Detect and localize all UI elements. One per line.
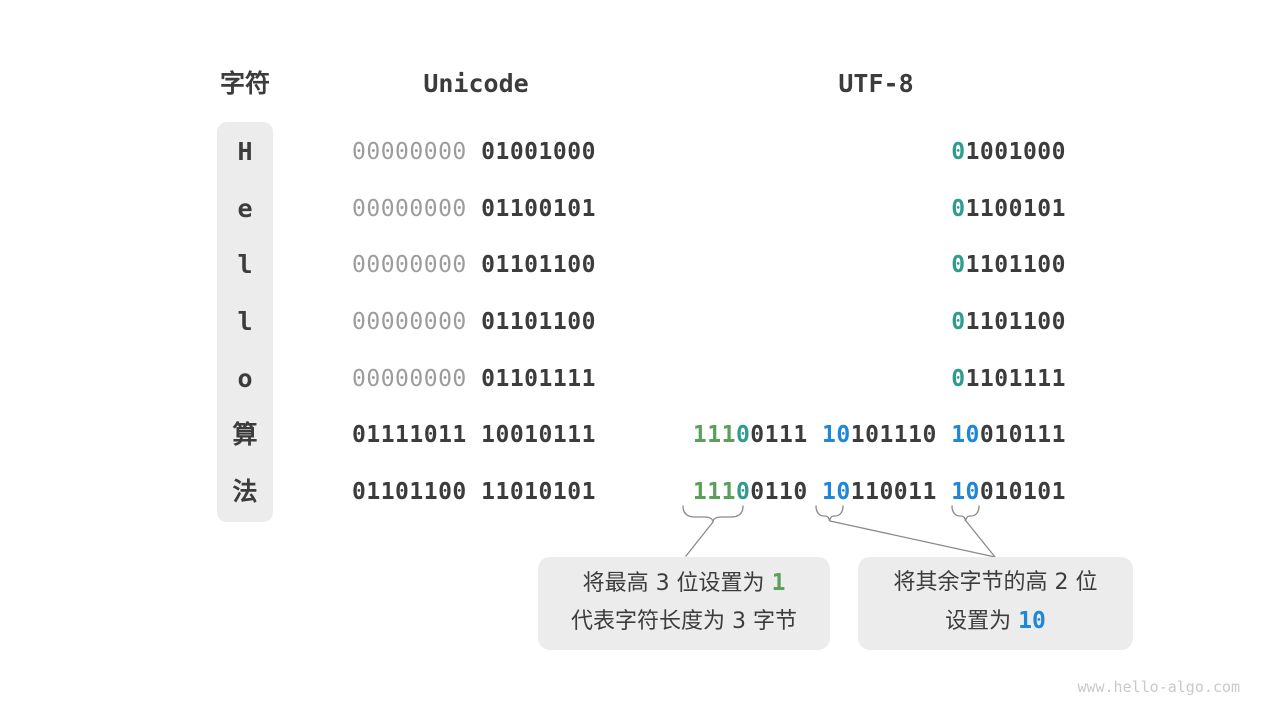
bit-segment-dark: 01111011 [352,422,467,448]
bit-segment-gray: 00000000 [352,252,467,278]
watermark: www.hello-algo.com [1077,678,1240,696]
utf8-bits: 01100101 [951,192,1066,226]
callout-highlight-bits: 10 [1018,608,1046,634]
utf8-bits: 01101100 [951,305,1066,339]
utf8-bits: 11100110 10110011 10010101 [693,475,1066,509]
callout-leading-bits: 将最高 3 位设置为 1 代表字符长度为 3 字节 [538,557,830,650]
bit-segment-blue: 10 [822,422,851,448]
bit-segment-dark: 0110 [750,479,808,505]
utf8-bits: 01001000 [951,135,1066,169]
char-cell: 算 [232,420,258,449]
bit-segment-dark: 01001000 [481,139,596,165]
connector-line-left-callout [685,521,714,557]
bit-segment-dark: 1100101 [965,196,1066,222]
char-cell: e [237,194,253,223]
bit-segment-dark: 01101100 [481,252,596,278]
bit-segment-teal: 0 [735,422,751,448]
connector-line-right-callout-a [829,520,996,558]
bit-segment-dark: 101110 [850,422,937,448]
bit-segment-dark: 1101100 [965,309,1066,335]
unicode-bits: 01111011 10010111 [352,418,596,452]
bit-segment-dark: 010101 [979,479,1066,505]
bit-segment-green: 111 [692,422,736,448]
connector-line-right-callout-b [965,520,996,558]
bit-segment-dark: 1101111 [965,366,1066,392]
utf8-bits: 01101100 [951,248,1066,282]
unicode-bits: 00000000 01101100 [352,248,596,282]
callout-text: 设置为 [945,609,1019,634]
callout-right-line1: 将其余字节的高 2 位 [858,564,1133,602]
bit-segment-teal: 0 [735,479,751,505]
char-cell: o [237,364,253,393]
bit-segment-dark: 1101100 [965,252,1066,278]
unicode-bits: 00000000 01101100 [352,305,596,339]
char-cell: 法 [232,477,258,506]
bit-segment-green: 111 [692,479,736,505]
column-header-utf8: UTF-8 [838,69,914,98]
column-header-unicode: Unicode [423,69,529,98]
char-cell: l [237,250,253,279]
unicode-bits: 00000000 01100101 [352,192,596,226]
callout-text: 将最高 3 位设置为 [582,571,772,596]
bit-segment-dark: 0111 [750,422,808,448]
utf8-bits: 01101111 [951,362,1066,396]
bit-segment-teal: 0 [951,139,966,165]
bit-segment-blue: 10 [951,479,980,505]
callout-left-line2: 代表字符长度为 3 字节 [538,603,830,641]
bit-segment-dark: 01101100 [481,309,596,335]
bit-segment-dark: 1001000 [965,139,1066,165]
bit-segment-teal: 0 [951,309,966,335]
bit-segment-dark: 010111 [979,422,1066,448]
char-cell: l [237,307,253,336]
unicode-bits: 00000000 01001000 [352,135,596,169]
callout-left-line1: 将最高 3 位设置为 1 [538,564,830,603]
bit-segment-dark: 01101111 [481,366,596,392]
bit-segment-gray: 00000000 [352,309,467,335]
bit-segment-dark: 01101100 [352,479,467,505]
callout-text: 代表字符长度为 3 字节 [571,609,797,634]
callout-highlight-bits: 1 [771,570,786,596]
bit-segment-teal: 0 [951,196,966,222]
bit-segment-gray: 00000000 [352,139,467,165]
bit-segment-gray: 00000000 [352,366,467,392]
bit-segment-blue: 10 [951,422,980,448]
callout-text: 将其余字节的高 2 位 [893,570,1098,595]
bit-segment-gray: 00000000 [352,196,467,222]
callout-continuation-bits: 将其余字节的高 2 位 设置为 10 [858,557,1133,650]
callout-right-line2: 设置为 10 [858,602,1133,641]
unicode-bits: 00000000 01101111 [352,362,596,396]
utf8-bits: 11100111 10101110 10010111 [693,418,1066,452]
bit-segment-dark: 10010111 [481,422,596,448]
bit-segment-dark: 11010101 [481,479,596,505]
unicode-bits: 01101100 11010101 [352,475,596,509]
bit-segment-teal: 0 [951,366,966,392]
bit-segment-teal: 0 [951,252,966,278]
char-cell: H [237,137,253,166]
column-header-char: 字符 [219,69,270,98]
bit-segment-blue: 10 [822,479,851,505]
bit-segment-dark: 110011 [850,479,937,505]
character-column-background [217,122,273,522]
bit-segment-dark: 01100101 [481,196,596,222]
